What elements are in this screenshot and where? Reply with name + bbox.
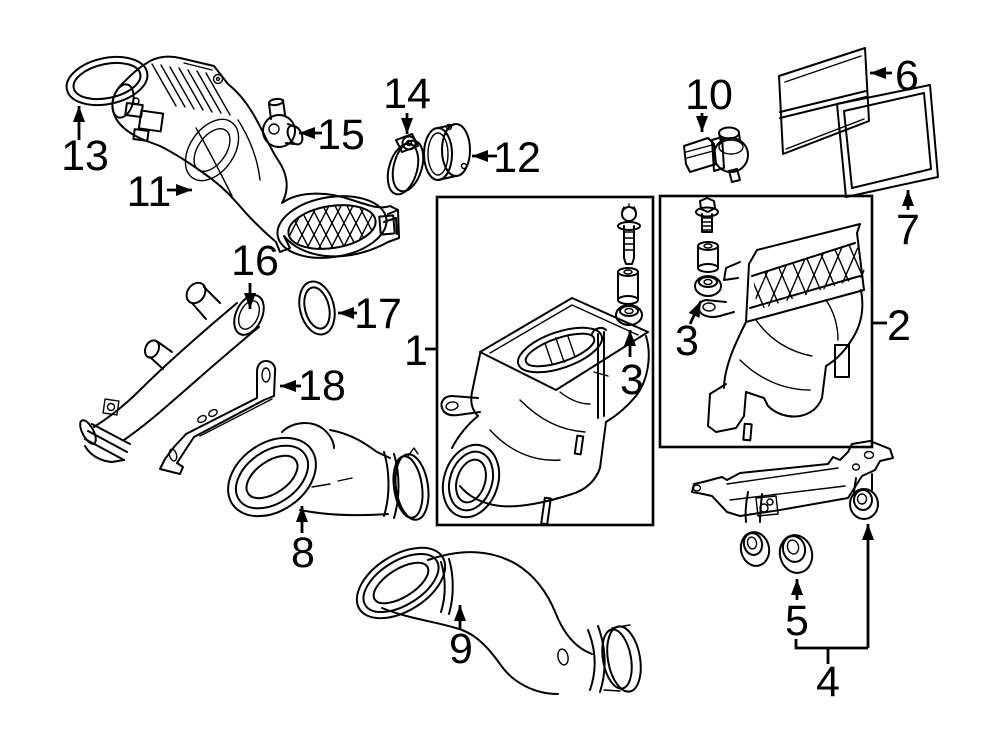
callout-4[interactable]: 4 xyxy=(794,524,874,706)
part-1-air-cleaner-assembly[interactable] xyxy=(434,297,650,526)
part-15-sensor[interactable] xyxy=(262,97,305,148)
part-8-intake-duct[interactable] xyxy=(213,422,432,533)
callout-11-label[interactable]: 11 xyxy=(127,168,172,216)
callout-9[interactable]: 9 xyxy=(449,605,473,673)
callout-13-label[interactable]: 13 xyxy=(61,132,109,180)
callout-12-label[interactable]: 12 xyxy=(493,134,541,182)
part-10-sensor[interactable] xyxy=(683,126,749,183)
group-box-2 xyxy=(658,194,874,449)
callout-6[interactable]: 6 xyxy=(870,52,919,100)
callout-4-connector xyxy=(794,639,868,664)
callout-9-label[interactable]: 9 xyxy=(449,625,473,673)
part-18-bracket[interactable] xyxy=(159,360,277,475)
callout-4-label[interactable]: 4 xyxy=(816,658,840,706)
part-12-collar-ring[interactable] xyxy=(423,123,471,181)
part-7-filter-panel[interactable] xyxy=(836,84,939,198)
part-5-grommet[interactable] xyxy=(776,532,816,577)
callout-10[interactable]: 10 xyxy=(685,71,733,132)
callout-10-label[interactable]: 10 xyxy=(685,71,733,119)
callout-13[interactable]: 13 xyxy=(61,106,109,180)
callout-7-label[interactable]: 7 xyxy=(896,206,920,254)
callout-14-label[interactable]: 14 xyxy=(383,70,431,118)
callout-2-label[interactable]: 2 xyxy=(887,302,911,350)
callout-8[interactable]: 8 xyxy=(291,506,315,577)
callout-18[interactable]: 18 xyxy=(280,362,346,410)
part-3-mount-hardware-box1[interactable] xyxy=(615,203,643,326)
callout-3b-arrow xyxy=(688,300,703,325)
callout-8-label[interactable]: 8 xyxy=(291,529,315,577)
callout-11[interactable]: 11 xyxy=(127,168,192,216)
callout-5[interactable]: 5 xyxy=(785,579,809,645)
callout-3a-label[interactable]: 3 xyxy=(620,356,644,404)
group-box-1 xyxy=(435,195,655,527)
callout-16-label[interactable]: 16 xyxy=(231,237,279,285)
callout-17-label[interactable]: 17 xyxy=(354,290,402,338)
callout-15[interactable]: 15 xyxy=(299,111,365,159)
part-2-air-cleaner-assembly[interactable] xyxy=(697,223,878,442)
callout-7[interactable]: 7 xyxy=(896,190,920,254)
part-17-o-ring[interactable] xyxy=(294,278,340,339)
part-4-mount-bracket[interactable] xyxy=(691,440,894,569)
callout-17[interactable]: 17 xyxy=(338,290,402,338)
callout-15-label[interactable]: 15 xyxy=(317,111,365,159)
callout-14[interactable]: 14 xyxy=(383,70,431,134)
callout-16[interactable]: 16 xyxy=(231,237,279,309)
part-11-intake-duct-assembly[interactable] xyxy=(109,55,400,266)
callout-2[interactable]: 2 xyxy=(873,302,911,350)
callout-1[interactable]: 1 xyxy=(404,327,437,375)
part-9-s-duct[interactable] xyxy=(345,533,646,695)
part-16-pipe[interactable] xyxy=(77,279,270,463)
callout-5-label[interactable]: 5 xyxy=(785,597,809,645)
callout-3b-label[interactable]: 3 xyxy=(675,317,699,365)
callout-6-label[interactable]: 6 xyxy=(895,52,919,100)
callout-12[interactable]: 12 xyxy=(472,134,541,182)
callout-3-box2[interactable]: 3 xyxy=(675,300,703,365)
callout-1-label[interactable]: 1 xyxy=(404,327,428,375)
callout-3-box1[interactable]: 3 xyxy=(620,330,644,404)
part-14-hose-clamp[interactable] xyxy=(382,133,428,198)
part-3-mount-hardware-box2[interactable] xyxy=(694,197,722,297)
callout-18-label[interactable]: 18 xyxy=(298,362,346,410)
